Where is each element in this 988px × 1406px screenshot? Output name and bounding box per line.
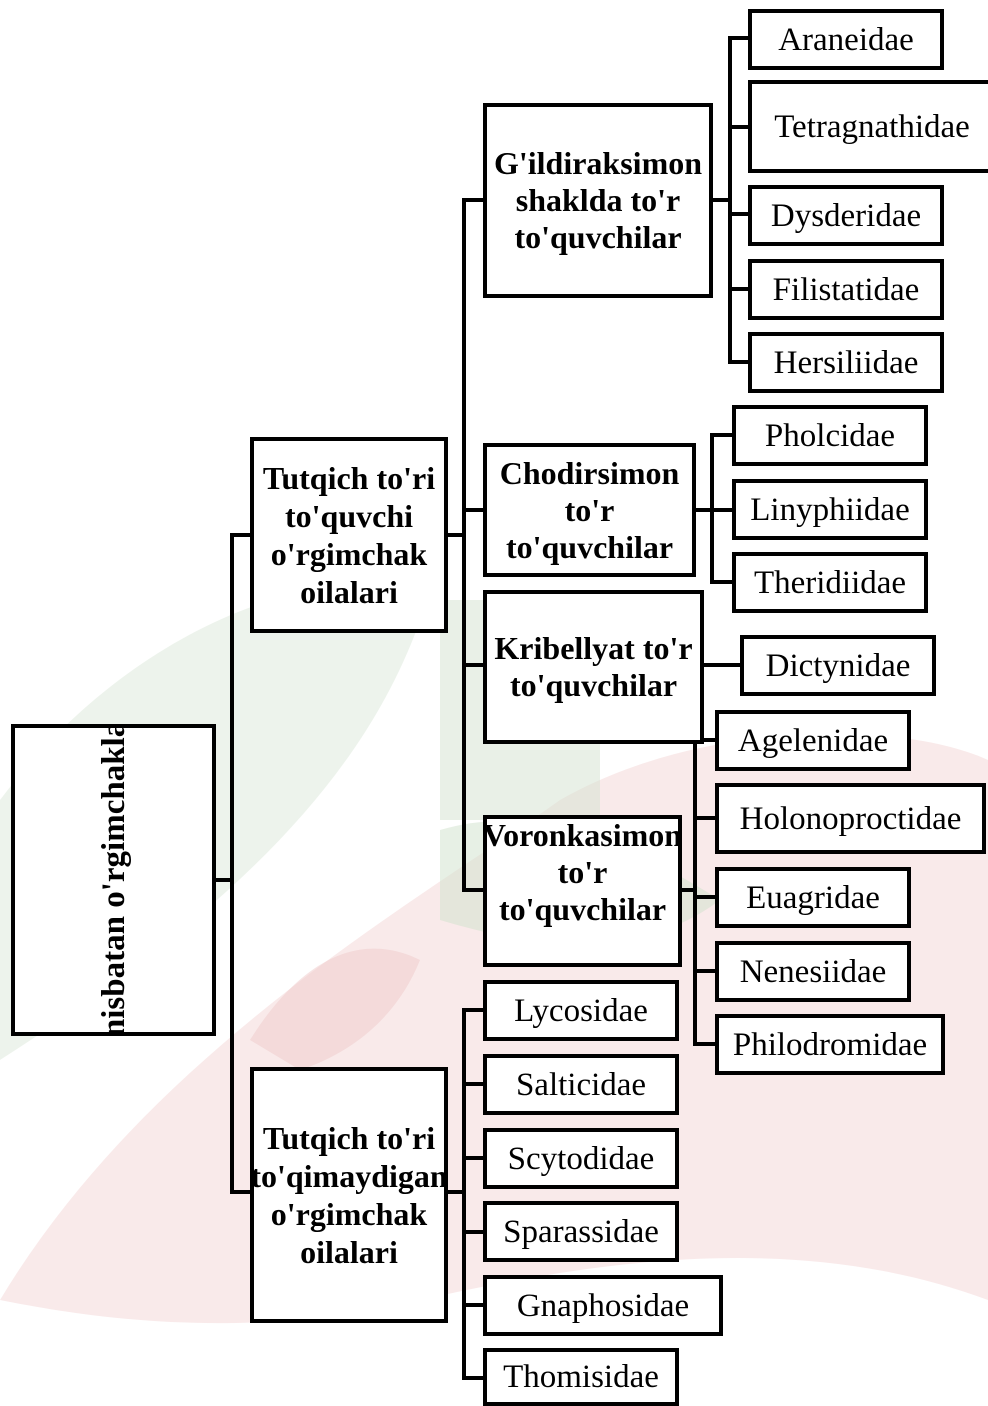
subgroup-node-tent-weavers: Chodirsimon to'r to'quvchilar [483,443,696,577]
family-node: Nenesiidae [715,941,911,1002]
subgroup-label: Voronkasimon to'r to'quvchilar [483,817,682,927]
family-label: Hersiliidae [773,344,919,381]
family-node: Theridiidae [732,552,928,613]
group-node-non-weavers: Tutqich to'ri to'qimaydigan o'rgimchak o… [250,1067,448,1323]
family-label: Agelenidae [737,722,889,759]
group-node-web-weavers: Tutqich to'ri to'quvchi o'rgimchak oilal… [250,437,448,633]
family-node: Dysderidae [748,185,944,246]
subgroup-node-cribellate-weavers: Kribellyat to'r to'quvchilar [483,590,704,744]
family-label: Thomisidae [503,1359,659,1395]
family-label: Holonoproctidae [739,800,962,837]
family-label: Salticidae [515,1066,647,1103]
family-node: Pholcidae [732,405,928,466]
family-label: Lycosidae [514,992,648,1029]
family-label: Dictynidae [765,647,911,684]
family-label: Gnaphosidae [516,1287,690,1324]
family-node: Salticidae [483,1054,679,1115]
family-label: Nenesiidae [739,953,887,990]
family-label: Tetragnathidae [774,108,970,145]
root-label: Tutqich to'riga nisbatan o'rgimchaklar e… [96,728,132,1032]
subgroup-node-orb-weavers: G'ildiraksimon shaklda to'r to'quvchilar [483,103,713,298]
subgroup-label: G'ildiraksimon shaklda to'r to'quvchilar [493,145,703,255]
family-label: Araneidae [778,21,914,58]
family-label: Sparassidae [503,1213,659,1250]
family-label: Theridiidae [753,564,907,601]
group-label: Tutqich to'ri to'qimaydigan o'rgimchak o… [250,1120,448,1270]
subgroup-label: Kribellyat to'r to'quvchilar [494,630,693,703]
family-node: Agelenidae [715,710,911,771]
family-node: Sparassidae [483,1201,679,1262]
family-label: Linyphiidae [750,491,910,528]
family-label: Dysderidae [770,197,922,234]
family-node: Holonoproctidae [715,783,986,854]
root-node: Tutqich to'riga nisbatan o'rgimchaklar e… [11,724,216,1036]
family-node: Euagridae [715,867,911,928]
family-label: Filistatidae [772,271,920,308]
family-label: Pholcidae [764,417,896,454]
group-label: Tutqich to'ri to'quvchi o'rgimchak oilal… [262,460,436,610]
family-node: Philodromidae [715,1014,945,1075]
family-node: Araneidae [748,9,944,70]
subgroup-label: Chodirsimon to'r to'quvchilar [499,454,680,565]
family-node: Dictynidae [740,635,936,696]
family-node: Scytodidae [483,1128,679,1189]
subgroup-node-funnel-weavers: Voronkasimon to'r to'quvchilar [483,815,682,967]
family-node: Thomisidae [483,1348,679,1406]
family-node: Lycosidae [483,980,679,1041]
family-node: Filistatidae [748,259,944,320]
family-node: Tetragnathidae [748,80,988,173]
family-node: Linyphiidae [732,479,928,540]
family-label: Scytodidae [507,1140,655,1177]
family-label: Euagridae [746,879,880,916]
family-node: Hersiliidae [748,332,944,393]
family-label: Philodromidae [732,1026,928,1063]
family-node: Gnaphosidae [483,1275,723,1336]
